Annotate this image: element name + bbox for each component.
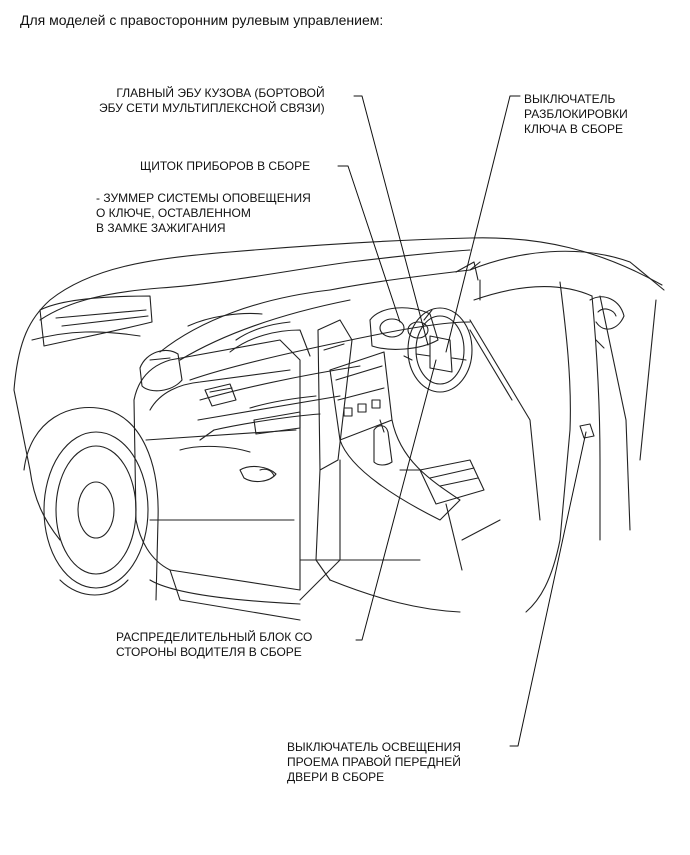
label-buzzer-line1: - ЗУММЕР СИСТЕМЫ ОПОВЕЩЕНИЯ xyxy=(96,191,311,205)
label-courtesy-switch-line1: ВЫКЛЮЧАТЕЛЬ ОСВЕЩЕНИЯ xyxy=(287,740,461,754)
label-unlock-switch-line2: РАЗБЛОКИРОВКИ xyxy=(524,107,628,121)
label-door-courtesy-switch: ВЫКЛЮЧАТЕЛЬ ОСВЕЩЕНИЯ ПРОЕМА ПРАВОЙ ПЕРЕ… xyxy=(287,740,461,785)
label-unlock-switch-line3: КЛЮЧА В СБОРЕ xyxy=(524,122,624,136)
car-body-outline xyxy=(13,237,663,541)
dashboard xyxy=(189,321,471,441)
label-junction-block-line2: СТОРОНЫ ВОДИТЕЛЯ В СБОРЕ xyxy=(116,645,302,659)
center-pillar xyxy=(315,319,353,581)
steering-wheel xyxy=(369,307,473,393)
label-main-body-ecu-line2: ЭБУ СЕТИ МУЛЬТИПЛЕКСНОЙ СВЯЗИ) xyxy=(99,101,325,115)
leader-combination-meter xyxy=(337,165,401,323)
label-unlock-switch-line1: ВЫКЛЮЧАТЕЛЬ xyxy=(524,92,616,106)
leader-junction-block xyxy=(355,359,437,641)
label-combination-meter-line1: ЩИТОК ПРИБОРОВ В СБОРЕ xyxy=(140,159,311,173)
label-unlock-warning-switch: ВЫКЛЮЧАТЕЛЬ РАЗБЛОКИРОВКИ КЛЮЧА В СБОРЕ xyxy=(524,92,628,137)
label-main-body-ecu-line1: ГЛАВНЫЙ ЭБУ КУЗОВА (БОРТОВОЙ xyxy=(116,86,325,100)
label-buzzer-line2: О КЛЮЧЕ, ОСТАВЛЕННОМ xyxy=(96,206,251,220)
floor-lines xyxy=(299,459,461,613)
right-door-area xyxy=(445,250,665,613)
label-combination-meter: ЩИТОК ПРИБОРОВ В СБОРЕ xyxy=(140,159,310,174)
label-buzzer: - ЗУММЕР СИСТЕМЫ ОПОВЕЩЕНИЯ О КЛЮЧЕ, ОСТ… xyxy=(96,191,311,236)
label-courtesy-switch-line3: ДВЕРИ В СБОРЕ xyxy=(287,770,385,784)
label-main-body-ecu: ГЛАВНЫЙ ЭБУ КУЗОВА (БОРТОВОЙ ЭБУ СЕТИ МУ… xyxy=(99,86,325,116)
leader-courtesy-switch xyxy=(509,431,587,747)
label-buzzer-line3: В ЗАМКЕ ЗАЖИГАНИЯ xyxy=(96,221,226,235)
label-courtesy-switch-line2: ПРОЕМА ПРАВОЙ ПЕРЕДНЕЙ xyxy=(287,755,461,769)
leader-main-body-ecu xyxy=(353,95,429,346)
leader-unlock-switch xyxy=(445,95,521,353)
diagram-heading: Для моделей с правосторонним рулевым упр… xyxy=(20,12,384,28)
front-wheel xyxy=(23,406,159,601)
label-junction-block-line1: РАСПРЕДЕЛИТЕЛЬНЫЙ БЛОК СО xyxy=(116,630,313,644)
center-console xyxy=(329,351,485,521)
leader-lines xyxy=(337,95,587,747)
label-driver-junction-block: РАСПРЕДЕЛИТЕЛЬНЫЙ БЛОК СО СТОРОНЫ ВОДИТЕ… xyxy=(116,630,312,660)
windshield-frame xyxy=(159,261,481,361)
side-mirror xyxy=(139,350,183,392)
